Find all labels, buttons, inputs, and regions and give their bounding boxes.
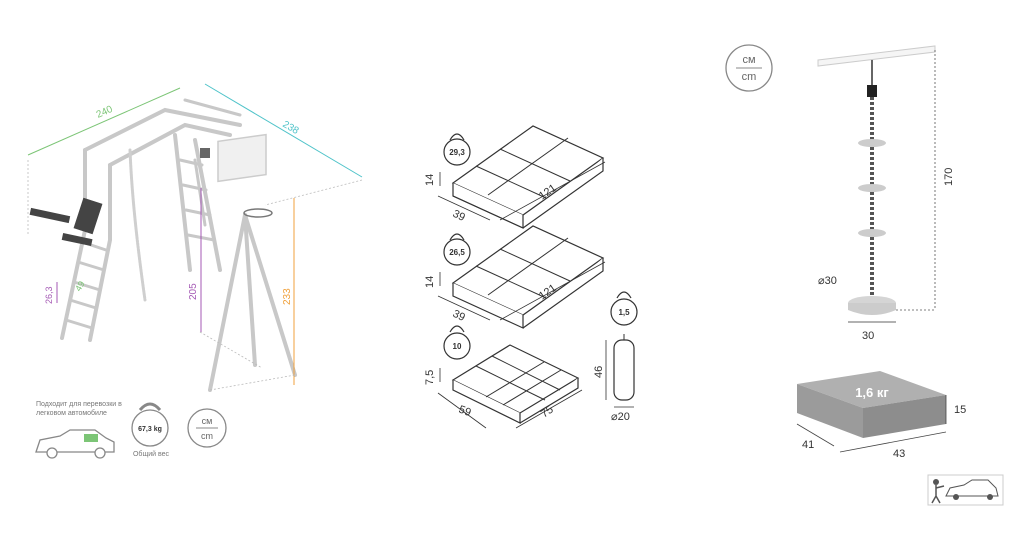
box-2-h: 14 [424,276,436,288]
clamp [200,148,210,158]
svg-text:cm: cm [742,71,757,83]
dim-width: 240 [27,87,181,156]
box-3 [451,344,580,424]
box-dim-lines [437,161,606,429]
box-1-weight: 29,3 [449,148,465,157]
rope-length: 170 [943,168,955,186]
svg-text:cm: cm [201,431,213,441]
guide-lines [27,160,363,391]
bag-diameter: ⌀20 [611,411,630,423]
box-3-l: 75 [539,404,556,421]
kettlebell-icon [443,133,638,360]
rope-swing [817,45,936,323]
seat-diameter: ⌀30 [818,275,837,287]
sport-complex [60,98,297,392]
dim-ladder-gap: 26,3 [44,282,58,304]
arm-pad [61,232,93,247]
box-1-w: 39 [451,208,467,224]
svg-text:26,3: 26,3 [44,286,54,304]
total-weight-label: Общий вес [133,450,170,458]
box-1 [451,125,605,229]
person-loading-car-icon [927,474,1004,506]
box-2-w: 39 [451,308,467,324]
total-weight: 67,3 kg [138,426,162,433]
box-3-w: 59 [457,404,473,419]
base-width: 30 [862,330,874,342]
box-3-weight: 10 [453,342,462,351]
back-pad [73,197,103,235]
dim-hoop-height: 233 [282,198,295,385]
bag-weight: 1,5 [618,308,630,317]
box-1-h: 14 [424,174,436,186]
backboard [217,133,273,218]
package-w: 41 [802,439,814,451]
package-box [796,371,947,453]
car-fit-text: Подходит для перевозки в легковом автомо… [36,401,122,417]
svg-text:см: см [742,54,755,66]
svg-text:205: 205 [188,283,199,300]
arm-pad [29,207,71,224]
car-icon [35,429,115,459]
units-icon: см cm [187,408,227,448]
units-icon: см cm [725,44,773,92]
box-2 [451,225,605,329]
punching-bag [605,334,635,408]
dim-ladder-step: 49 [73,279,87,293]
bag-height: 46 [593,366,605,378]
svg-text:см: см [202,416,213,426]
svg-text:238: 238 [281,119,301,137]
kettlebell-icon [131,402,169,447]
svg-text:233: 233 [282,288,293,305]
package-l: 43 [893,448,905,460]
dim-bar-height: 205 [188,188,202,332]
box-2-weight: 26,5 [449,248,465,257]
package-weight: 1,6 кг [855,385,889,400]
package-h: 15 [954,404,966,416]
box-3-h: 7,5 [424,370,436,385]
